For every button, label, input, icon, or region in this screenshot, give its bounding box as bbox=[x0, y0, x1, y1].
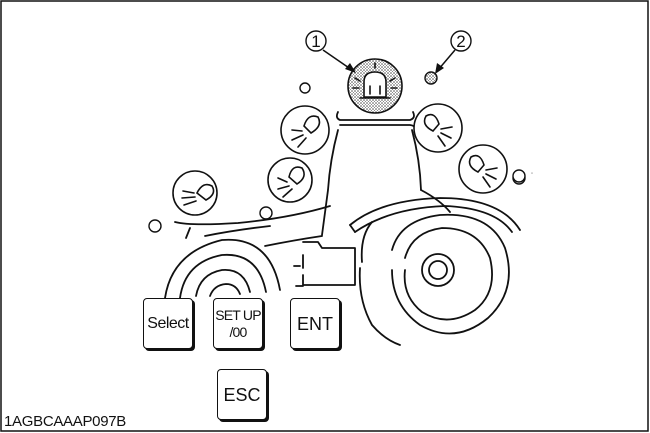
work-light-front-right-icon bbox=[267, 157, 313, 203]
callout-1: 1 bbox=[305, 30, 356, 73]
figure-id-label: 1AGBCAAAP097B bbox=[4, 413, 127, 430]
setup-button-label-line1: SET UP bbox=[215, 307, 261, 323]
escape-button[interactable]: ESC bbox=[217, 369, 267, 420]
indicator-lamp-icon bbox=[424, 71, 438, 85]
light-indicator-dot bbox=[512, 169, 526, 183]
enter-button[interactable]: ENT bbox=[290, 298, 340, 349]
enter-button-label: ENT bbox=[297, 313, 333, 334]
work-light-cab-front-icon bbox=[280, 105, 330, 155]
callout-2: 2 bbox=[435, 30, 472, 74]
work-light-cab-rear-icon bbox=[413, 103, 463, 153]
escape-button-label: ESC bbox=[223, 384, 261, 405]
beacon-lamp-icon bbox=[347, 58, 403, 114]
callout-2-number: 2 bbox=[456, 32, 465, 51]
select-button-label: Select bbox=[147, 314, 189, 332]
select-button[interactable]: Select bbox=[143, 298, 193, 349]
setup-button-label-line2: /00 bbox=[229, 324, 247, 340]
tractor-outline bbox=[164, 111, 521, 346]
work-light-front-left-icon bbox=[172, 170, 218, 216]
callout-1-number: 1 bbox=[311, 32, 320, 51]
work-light-rear-icon bbox=[458, 144, 508, 194]
setup-button[interactable]: SET UP /00 bbox=[213, 298, 263, 349]
